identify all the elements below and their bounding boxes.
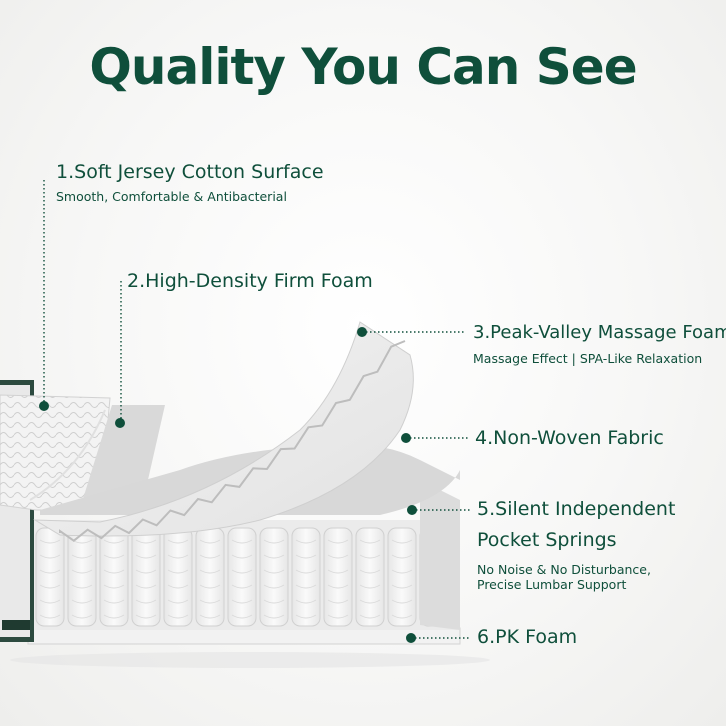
massage-foam-marker-dot: [357, 327, 367, 337]
peak-valley-foam-layer: [33, 321, 414, 537]
layer-4-heading: 4.Non-Woven Fabric: [475, 427, 664, 449]
pk-foam-marker-dot: [406, 633, 416, 643]
layer-5-subtitle: No Noise & No Disturbance,: [477, 562, 651, 577]
pk-foam-layer: [27, 627, 461, 645]
layer-1-heading: 1.Soft Jersey Cotton Surface: [56, 161, 324, 183]
layer-5-heading: 5.Silent Independent: [477, 498, 676, 520]
firm-foam-marker-dot: [115, 418, 125, 428]
layer-5-heading-line2: Pocket Springs: [477, 529, 617, 551]
layer-3-heading: 3.Peak-Valley Massage Foam: [473, 322, 726, 343]
layer-6-heading: 6.PK Foam: [477, 626, 578, 648]
layer-5-subtitle-line2: Precise Lumbar Support: [477, 577, 627, 592]
fabric-marker-dot: [401, 433, 411, 443]
layer-2-heading: 2.High-Density Firm Foam: [127, 270, 373, 292]
surface-marker-dot: [39, 401, 49, 411]
layer-3-subtitle: Massage Effect | SPA-Like Relaxation: [473, 351, 703, 366]
layer-1-subtitle: Smooth, Comfortable & Antibacterial: [56, 189, 287, 204]
springs-marker-dot: [407, 505, 417, 515]
page-title: Quality You Can See: [89, 38, 637, 96]
